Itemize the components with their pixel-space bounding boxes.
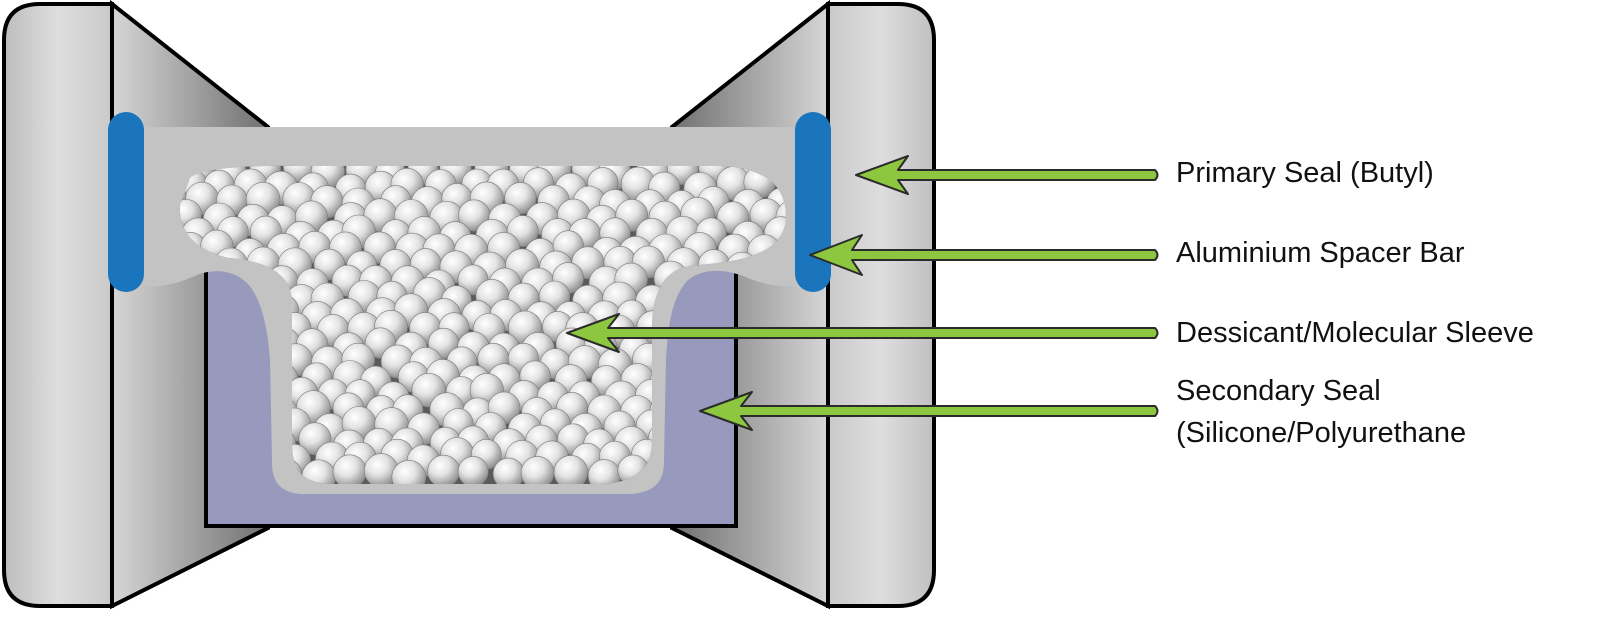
primary-seal-left: [108, 112, 144, 292]
dessicant-bead: [427, 454, 460, 484]
label-primary-seal: Primary Seal (Butyl): [1176, 157, 1434, 189]
arrow-secondary-seal: [699, 391, 1159, 431]
arrow-primary-seal: [855, 155, 1159, 195]
dessicant-bead: [553, 455, 589, 484]
dessicant-bead: [391, 459, 427, 484]
primary-seal-right: [795, 112, 831, 292]
label-secondary-seal-line1: Secondary Seal: [1176, 375, 1381, 407]
dessicant-bead: [457, 456, 489, 484]
label-spacer-bar: Aluminium Spacer Bar: [1176, 237, 1465, 269]
dessicant-bead: [332, 454, 367, 484]
arrow-spacer-bar: [809, 234, 1159, 276]
label-secondary-seal-line2: (Silicone/Polyurethane: [1176, 417, 1466, 449]
arrow-dessicant: [566, 313, 1159, 353]
label-dessicant: Dessicant/Molecular Sleeve: [1176, 317, 1534, 349]
